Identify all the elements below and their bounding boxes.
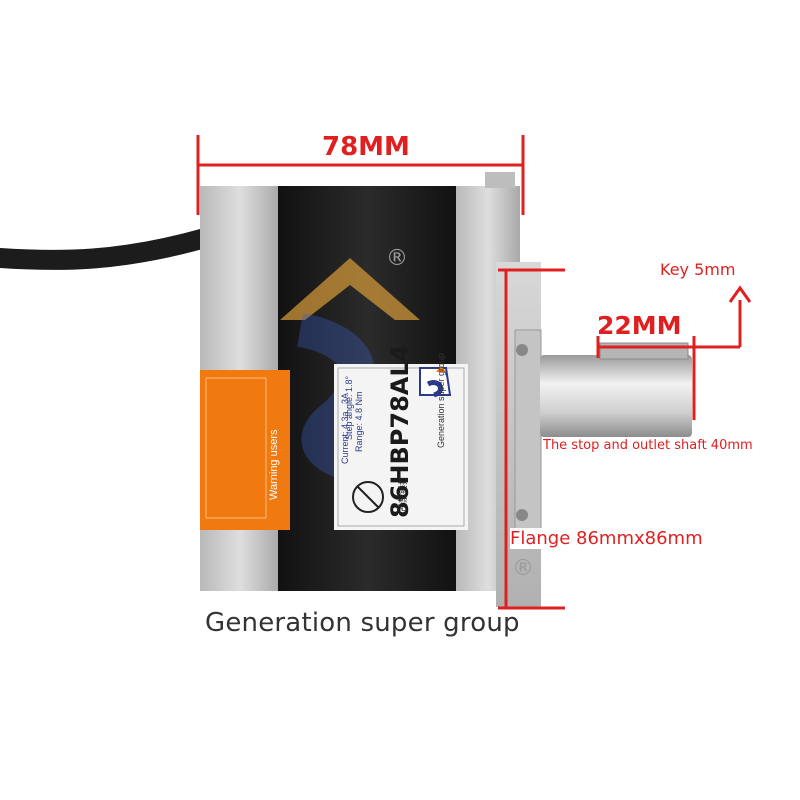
key-label: Key 5mm (660, 260, 736, 279)
output-shaft (540, 355, 692, 437)
length-dimension-label: 78MM (322, 132, 410, 162)
dimension-flange (498, 268, 565, 610)
dimension-length (196, 135, 525, 215)
power-cable (0, 228, 215, 270)
warning-label-title: Warning users (268, 429, 280, 500)
registered-mark-top: ® (386, 246, 408, 271)
caption: Generation super group (205, 608, 520, 638)
warning-label (200, 370, 290, 530)
registered-mark-bottom: ® (512, 556, 534, 581)
watermark-logo (280, 258, 420, 320)
shaft-dimension-label: 22MM (597, 311, 682, 340)
flange-dimension-label: Flange 86mmx86mm (510, 528, 703, 549)
nameplate-current: Current: 4.3a . 3A (340, 392, 350, 464)
stop-outlet-label: The stop and outlet shaft 40mm (543, 438, 753, 453)
dimension-shaft (596, 300, 742, 420)
shaft-key (599, 342, 689, 360)
nameplate-seal: 严禁锤打 (398, 475, 408, 512)
nameplate-torque: Range: 4.8 Nm (354, 391, 364, 452)
nameplate-brand: Generation super group (436, 352, 446, 448)
no-hammer-icon (352, 481, 384, 513)
key-arrow-icon (728, 285, 752, 303)
